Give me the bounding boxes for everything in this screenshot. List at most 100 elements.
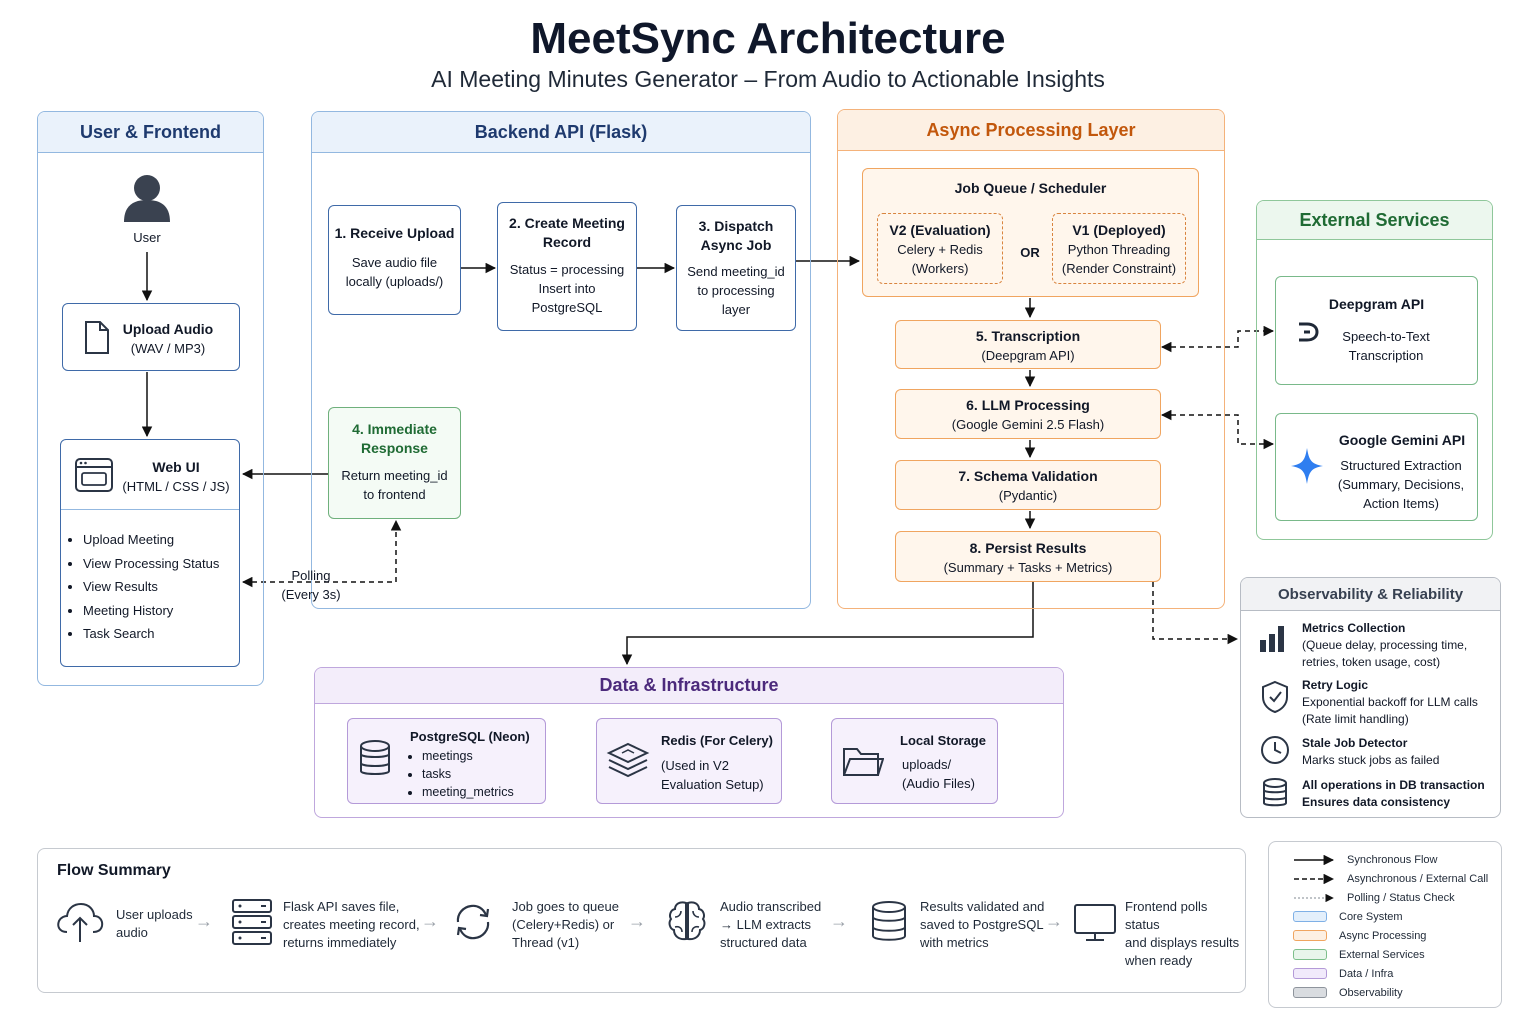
deepgram-text: Transcription xyxy=(1348,348,1424,363)
job-queue-title: Job Queue / Scheduler xyxy=(954,180,1107,196)
step-title: Async Job xyxy=(700,237,772,253)
page-subtitle: AI Meeting Minutes Generator – From Audi… xyxy=(431,66,1105,92)
obs-item-metrics: Metrics Collection (Queue delay, process… xyxy=(1302,621,1468,669)
obs-item-stale-job: Stale Job Detector Marks stuck jobs as f… xyxy=(1302,736,1440,767)
server-rack-icon xyxy=(232,899,272,945)
gemini-api-box: Google Gemini API Structured Extraction … xyxy=(1275,413,1478,521)
step-text: Return meeting_id xyxy=(341,468,448,483)
step-receive-upload: 1. Receive Upload Save audio file locall… xyxy=(328,205,461,315)
cloud-upload-icon xyxy=(57,902,104,942)
refresh-cycle-icon xyxy=(456,904,490,940)
web-ui-feature-list: Upload Meeting View Processing Status Vi… xyxy=(61,528,239,646)
list-item[interactable]: View Processing Status xyxy=(83,552,239,576)
step-schema-validation: 7. Schema Validation(Pydantic) xyxy=(895,460,1161,510)
gemini-sparkle-icon xyxy=(1291,448,1323,484)
step-title: 1. Receive Upload xyxy=(334,225,455,241)
step-dispatch-async-job: 3. Dispatch Async Job Send meeting_id to… xyxy=(676,205,796,331)
legend-polling: Polling / Status Check xyxy=(1294,891,1455,904)
polling-line xyxy=(241,519,402,588)
arrow-right-icon: → xyxy=(1045,911,1063,931)
step-text: to frontend xyxy=(363,487,426,502)
frontend-panel: User & Frontend xyxy=(37,111,264,686)
list-item[interactable]: Meeting History xyxy=(83,599,239,623)
step-text: Status = processing xyxy=(509,262,625,277)
observability-panel-title: Observability & Reliability xyxy=(1241,578,1500,611)
legend-sync-flow: Synchronous Flow xyxy=(1294,853,1438,866)
flow-summary-panel: Flow Summary xyxy=(37,848,1246,993)
gemini-text: Structured Extraction xyxy=(1340,458,1462,473)
redis-text: Evaluation Setup) xyxy=(661,777,764,792)
obs-item-db-transaction: All operations in DB transaction Ensures… xyxy=(1302,778,1485,809)
deepgram-text: Speech-to-Text xyxy=(1342,329,1430,344)
legend-data-infra: Data / Infra xyxy=(1293,964,1501,983)
arrow-right-icon: → xyxy=(195,911,213,931)
gemini-text: (Summary, Decisions, xyxy=(1337,477,1465,492)
legend-async-processing: Async Processing xyxy=(1293,926,1501,945)
step-text: Send meeting_id xyxy=(687,264,785,279)
observability-panel: Observability & Reliability xyxy=(1240,577,1501,818)
brain-icon xyxy=(668,901,706,941)
redis-text: (Used in V2 xyxy=(661,758,729,773)
arrow-llm-gemini xyxy=(1160,409,1275,450)
step-persist-results: 8. Persist Results(Summary + Tasks + Met… xyxy=(895,531,1161,582)
shield-check-icon xyxy=(1262,680,1288,714)
frontend-panel-title: User & Frontend xyxy=(38,112,263,153)
list-item: meetings xyxy=(422,747,514,765)
step-transcription: 5. Transcription(Deepgram API) xyxy=(895,320,1161,369)
legend-observability: Observability xyxy=(1293,983,1501,1002)
queue-or-label: OR xyxy=(1020,245,1040,260)
list-item: meeting_metrics xyxy=(422,783,514,801)
redis-title: Redis (For Celery) xyxy=(661,733,773,748)
step-title: Response xyxy=(361,440,428,456)
list-item: tasks xyxy=(422,765,514,783)
page-title: MeetSync Architecture xyxy=(530,14,1006,63)
list-item[interactable]: View Results xyxy=(83,575,239,599)
list-item[interactable]: Upload Meeting xyxy=(83,528,239,552)
queue-v2-option: V2 (Evaluation)Celery + Redis(Workers) xyxy=(877,213,1003,284)
data-panel-title: Data & Infrastructure xyxy=(315,668,1063,704)
local-storage-title: Local Storage xyxy=(900,733,986,748)
gemini-text: Action Items) xyxy=(1363,496,1439,511)
file-icon xyxy=(85,321,109,354)
redis-stack-icon xyxy=(606,742,650,778)
step-text: Insert into xyxy=(538,281,596,296)
job-queue-box: Job Queue / Scheduler V2 (Evaluation)Cel… xyxy=(862,168,1199,297)
async-panel-title: Async Processing Layer xyxy=(838,110,1224,151)
arrow-transcription-deepgram xyxy=(1160,325,1275,353)
web-ui-sub: (HTML / CSS / JS) xyxy=(122,479,230,494)
database-icon xyxy=(872,901,906,941)
step-text: locally (uploads/) xyxy=(345,274,444,289)
step-text: Save audio file xyxy=(351,255,438,270)
postgresql-title: PostgreSQL (Neon) xyxy=(410,729,530,744)
list-item[interactable]: Task Search xyxy=(83,622,239,646)
arrow-right-icon: → xyxy=(628,911,646,931)
postgresql-table-list: meetings tasks meeting_metrics xyxy=(404,747,514,801)
arrow-persist-observability xyxy=(1152,582,1239,645)
database-icon xyxy=(360,740,390,775)
upload-audio-box[interactable]: Upload Audio (WAV / MP3) xyxy=(62,303,240,371)
external-panel-title: External Services xyxy=(1257,201,1492,240)
user-icon xyxy=(124,175,170,222)
postgresql-box: PostgreSQL (Neon) meetings tasks meeting… xyxy=(347,718,546,804)
legend-external-services: External Services xyxy=(1293,945,1501,964)
step-title: 2. Create Meeting xyxy=(509,215,625,231)
data-panel: Data & Infrastructure xyxy=(314,667,1064,818)
step-text: PostgreSQL xyxy=(531,300,603,315)
arrow-right-icon: → xyxy=(830,911,848,931)
step-title: 3. Dispatch xyxy=(698,218,774,234)
flow-step-flask: Flask API saves file,creates meeting rec… xyxy=(283,899,420,950)
legend-async-call: Asynchronous / External Call xyxy=(1294,872,1489,885)
step-text: to processing xyxy=(697,283,775,298)
gemini-title: Google Gemini API xyxy=(1338,432,1466,448)
arrow-right-icon: → xyxy=(421,911,439,931)
queue-v1-option: V1 (Deployed)Python Threading(Render Con… xyxy=(1052,213,1186,284)
web-ui-box[interactable]: Web UI (HTML / CSS / JS) Upload Meeting … xyxy=(60,439,240,667)
deepgram-logo-icon xyxy=(1299,322,1319,342)
external-panel: External Services xyxy=(1256,200,1493,540)
step-title: 4. Immediate xyxy=(352,421,437,437)
user-label: User xyxy=(133,230,161,245)
